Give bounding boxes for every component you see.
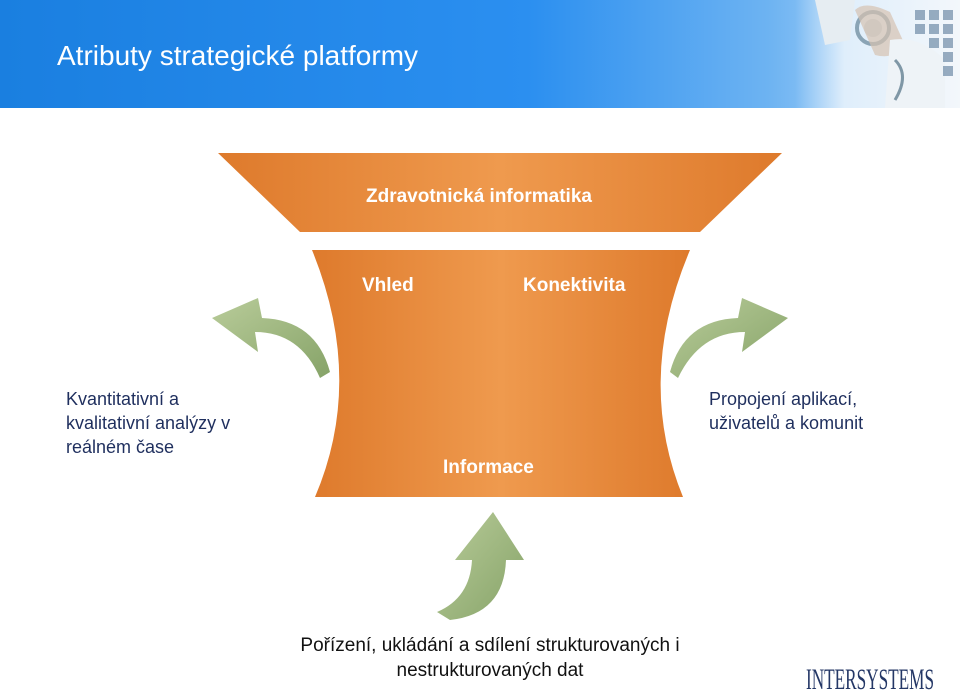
slide-title: Atributy strategické platformy (57, 40, 419, 71)
bottom-callout-line: Pořízení, ukládání a sdílení strukturova… (300, 635, 680, 656)
funnel-top-label: Zdravotnická informatika (366, 186, 592, 207)
left-callout-line: Kvantitativní a (66, 389, 180, 409)
bottom-arrow-icon (437, 512, 524, 620)
left-arrow-icon (212, 298, 330, 378)
left-callout: Kvantitativní a kvalitativní analýzy v r… (66, 387, 230, 459)
bottom-callout-line: nestrukturovaných dat (396, 660, 584, 681)
doctor-photo (795, 0, 960, 108)
right-callout-line: Propojení aplikací, (709, 389, 858, 409)
logo-text: INTERSYSTEMS (806, 663, 934, 695)
funnel-right-label: Konektivita (523, 275, 626, 296)
funnel-base-label: Informace (443, 457, 534, 478)
right-arrow-icon (670, 298, 788, 378)
bottom-callout: Pořízení, ukládání a sdílení strukturova… (240, 633, 740, 683)
left-callout-line: reálném čase (66, 437, 175, 457)
intersystems-logo: INTERSYSTEMS (806, 663, 934, 695)
funnel-top-segment (218, 153, 782, 232)
right-callout: Propojení aplikací, uživatelů a komunit (709, 387, 863, 435)
left-callout-line: kvalitativní analýzy v (66, 413, 231, 433)
funnel-left-label: Vhled (362, 275, 414, 296)
right-callout-line: uživatelů a komunit (709, 413, 864, 433)
header-bar: Atributy strategické platformy (0, 0, 960, 108)
funnel-body-segment (312, 250, 690, 497)
